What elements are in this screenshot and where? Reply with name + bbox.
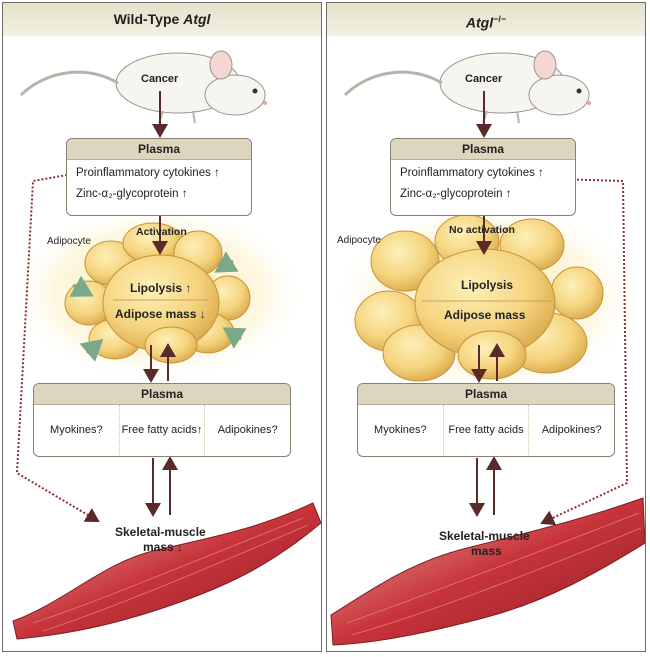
muscle-label-line1: Skeletal-muscle	[439, 529, 530, 543]
muscle-label-line2: mass ↓	[143, 540, 184, 554]
zinc-row: Zinc-α₂-glycoprotein ↑	[76, 188, 188, 200]
skeletal-muscle-icon	[12, 502, 321, 640]
adipocyte-label: Adipocyte	[47, 236, 91, 247]
no-activation-label: No activation	[449, 224, 515, 236]
plasma-box-bottom: Plasma Myokines? Free fatty acids↑ Adipo…	[33, 383, 291, 457]
panel-title: Wild-Type Atgl	[3, 3, 321, 36]
atgl-knockout-panel: Atgl−/− Cancer Plasma Proinflammatory cy…	[326, 2, 646, 652]
knockout-illustration	[330, 50, 645, 646]
lipolysis-label: Lipolysis ↑	[130, 281, 192, 295]
title-gene: Atgl	[465, 14, 494, 31]
wild-type-panel: Wild-Type Atgl Cancer Plasma Proinflamma…	[2, 2, 322, 652]
cancer-label: Cancer	[141, 73, 179, 85]
plasma-box-bottom: Plasma Myokines? Free fatty acids Adipok…	[357, 383, 615, 457]
cytokines-row: Proinflammatory cytokines ↑	[76, 167, 220, 179]
free-fatty-acids-cell: Free fatty acids↑	[120, 405, 206, 455]
muscle-label-line2: mass	[471, 544, 502, 558]
zinc-row: Zinc-α₂-glycoprotein ↑	[400, 188, 512, 200]
panel-title: Atgl−/−	[327, 3, 645, 36]
plasma-header: Plasma	[67, 139, 251, 160]
wild-type-illustration	[8, 50, 321, 640]
title-superscript: −/−	[493, 14, 507, 24]
title-gene: Atgl	[183, 11, 211, 27]
plasma-header: Plasma	[391, 139, 575, 160]
title-text: Wild-Type	[113, 11, 180, 27]
plasma-header: Plasma	[358, 384, 614, 405]
adipose-mass-label: Adipose mass	[444, 308, 526, 322]
adipocyte-cluster	[354, 214, 604, 382]
plasma-box-top: Plasma Proinflammatory cytokines ↑ Zinc-…	[66, 138, 252, 216]
cytokines-row: Proinflammatory cytokines ↑	[400, 167, 544, 179]
myokines-cell: Myokines?	[358, 405, 444, 455]
skeletal-muscle-icon	[330, 497, 645, 646]
myokines-cell: Myokines?	[34, 405, 120, 455]
cancer-label: Cancer	[465, 73, 503, 85]
free-fatty-acids-cell: Free fatty acids	[444, 405, 530, 455]
plasma-box-top: Plasma Proinflammatory cytokines ↑ Zinc-…	[390, 138, 576, 216]
activation-label: Activation	[136, 226, 187, 238]
adipose-mass-label: Adipose mass ↓	[115, 307, 206, 321]
adipocyte-label: Adipocyte	[337, 235, 381, 246]
muscle-label-line1: Skeletal-muscle	[115, 525, 206, 539]
plasma-header: Plasma	[34, 384, 290, 405]
mouse-icon	[343, 50, 591, 124]
adipokines-cell: Adipokines?	[217, 424, 278, 436]
mouse-icon	[19, 50, 267, 124]
adipokines-cell: Adipokines?	[541, 424, 602, 436]
lipolysis-label: Lipolysis	[461, 278, 514, 292]
